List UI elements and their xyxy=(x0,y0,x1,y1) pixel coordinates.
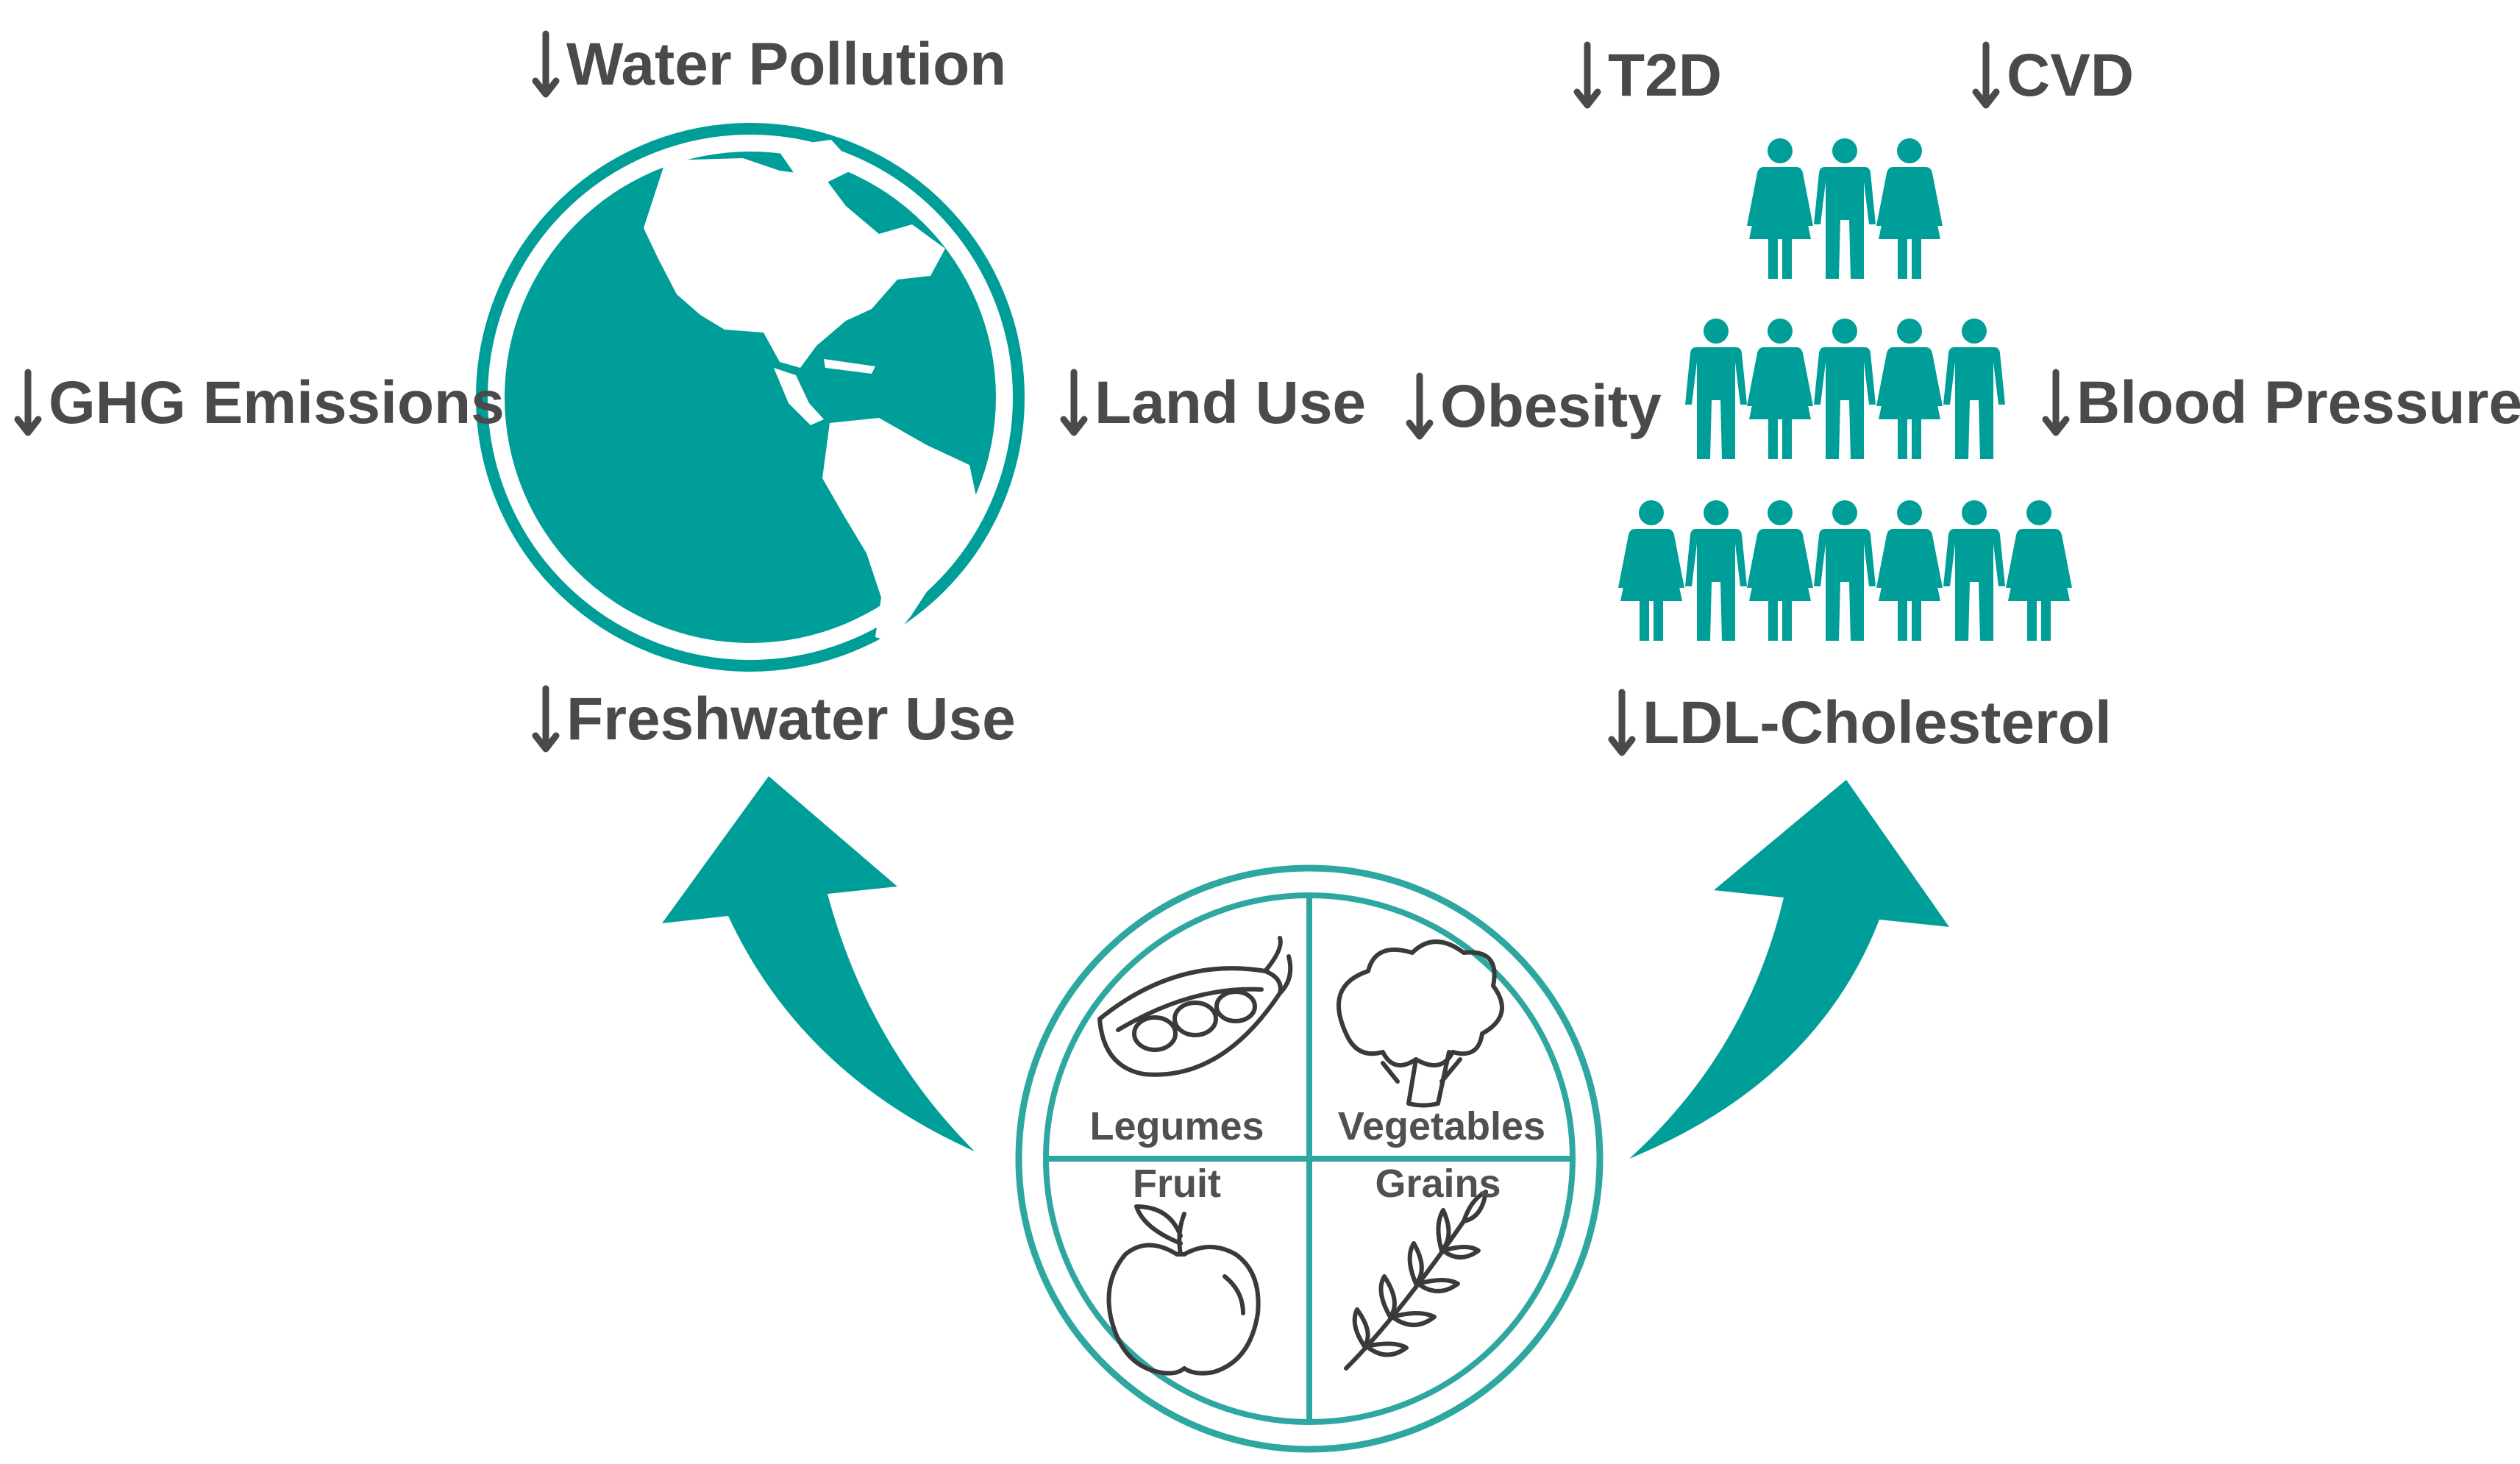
label-t2d: T2D xyxy=(1573,40,1722,111)
quadrant-label-vegetables: Vegetables xyxy=(1337,1104,1546,1148)
down-arrow-icon xyxy=(1406,372,1434,440)
label-freshwater-use-text: Freshwater Use xyxy=(566,686,1016,753)
quadrant-label-fruit: Fruit xyxy=(1133,1162,1221,1206)
label-blood-pressure: Blood Pressure xyxy=(2041,368,2520,438)
apple-icon xyxy=(1106,1204,1261,1376)
globe-icon xyxy=(476,123,1025,672)
label-cvd: CVD xyxy=(1971,40,2134,111)
label-water-pollution-text: Water Pollution xyxy=(566,31,1007,98)
pea-pod-icon xyxy=(1097,936,1293,1077)
label-land-use: Land Use xyxy=(1059,368,1366,438)
label-ldl-cholesterol: LDL-Cholesterol xyxy=(1607,688,2112,758)
quadrant-label-grains: Grains xyxy=(1375,1162,1501,1206)
down-arrow-icon xyxy=(14,369,42,436)
population-pyramid-icon xyxy=(1618,138,2072,641)
label-ldl-cholesterol-text: LDL-Cholesterol xyxy=(1642,689,2112,756)
label-water-pollution: Water Pollution xyxy=(531,29,1006,100)
label-freshwater-use: Freshwater Use xyxy=(531,684,1016,755)
down-arrow-icon xyxy=(1060,369,1088,436)
label-ghg-emissions: GHG Emissions xyxy=(13,368,505,438)
down-arrow-icon xyxy=(532,30,560,98)
label-blood-pressure-text: Blood Pressure xyxy=(2076,369,2520,436)
label-obesity-text: Obesity xyxy=(1440,373,1662,440)
food-plate xyxy=(1015,864,1604,1453)
quadrant-label-legumes: Legumes xyxy=(1089,1104,1264,1148)
wheat-icon xyxy=(1344,1190,1488,1371)
label-obesity: Obesity xyxy=(1405,372,1662,442)
curved-arrow-left xyxy=(662,776,975,1151)
down-arrow-icon xyxy=(532,685,560,753)
broccoli-icon xyxy=(1336,939,1504,1108)
down-arrow-icon xyxy=(1972,41,2000,109)
down-arrow-icon xyxy=(1608,689,1636,756)
down-arrow-icon xyxy=(1573,41,1601,109)
label-t2d-text: T2D xyxy=(1608,42,1722,109)
north-america-shape xyxy=(644,158,945,368)
label-ghg-emissions-text: GHG Emissions xyxy=(49,369,505,436)
south-america-shape xyxy=(822,418,978,642)
label-land-use-text: Land Use xyxy=(1095,369,1367,436)
down-arrow-icon xyxy=(2042,369,2070,436)
curved-arrow-right xyxy=(1629,780,1949,1159)
label-cvd-text: CVD xyxy=(2007,42,2135,109)
